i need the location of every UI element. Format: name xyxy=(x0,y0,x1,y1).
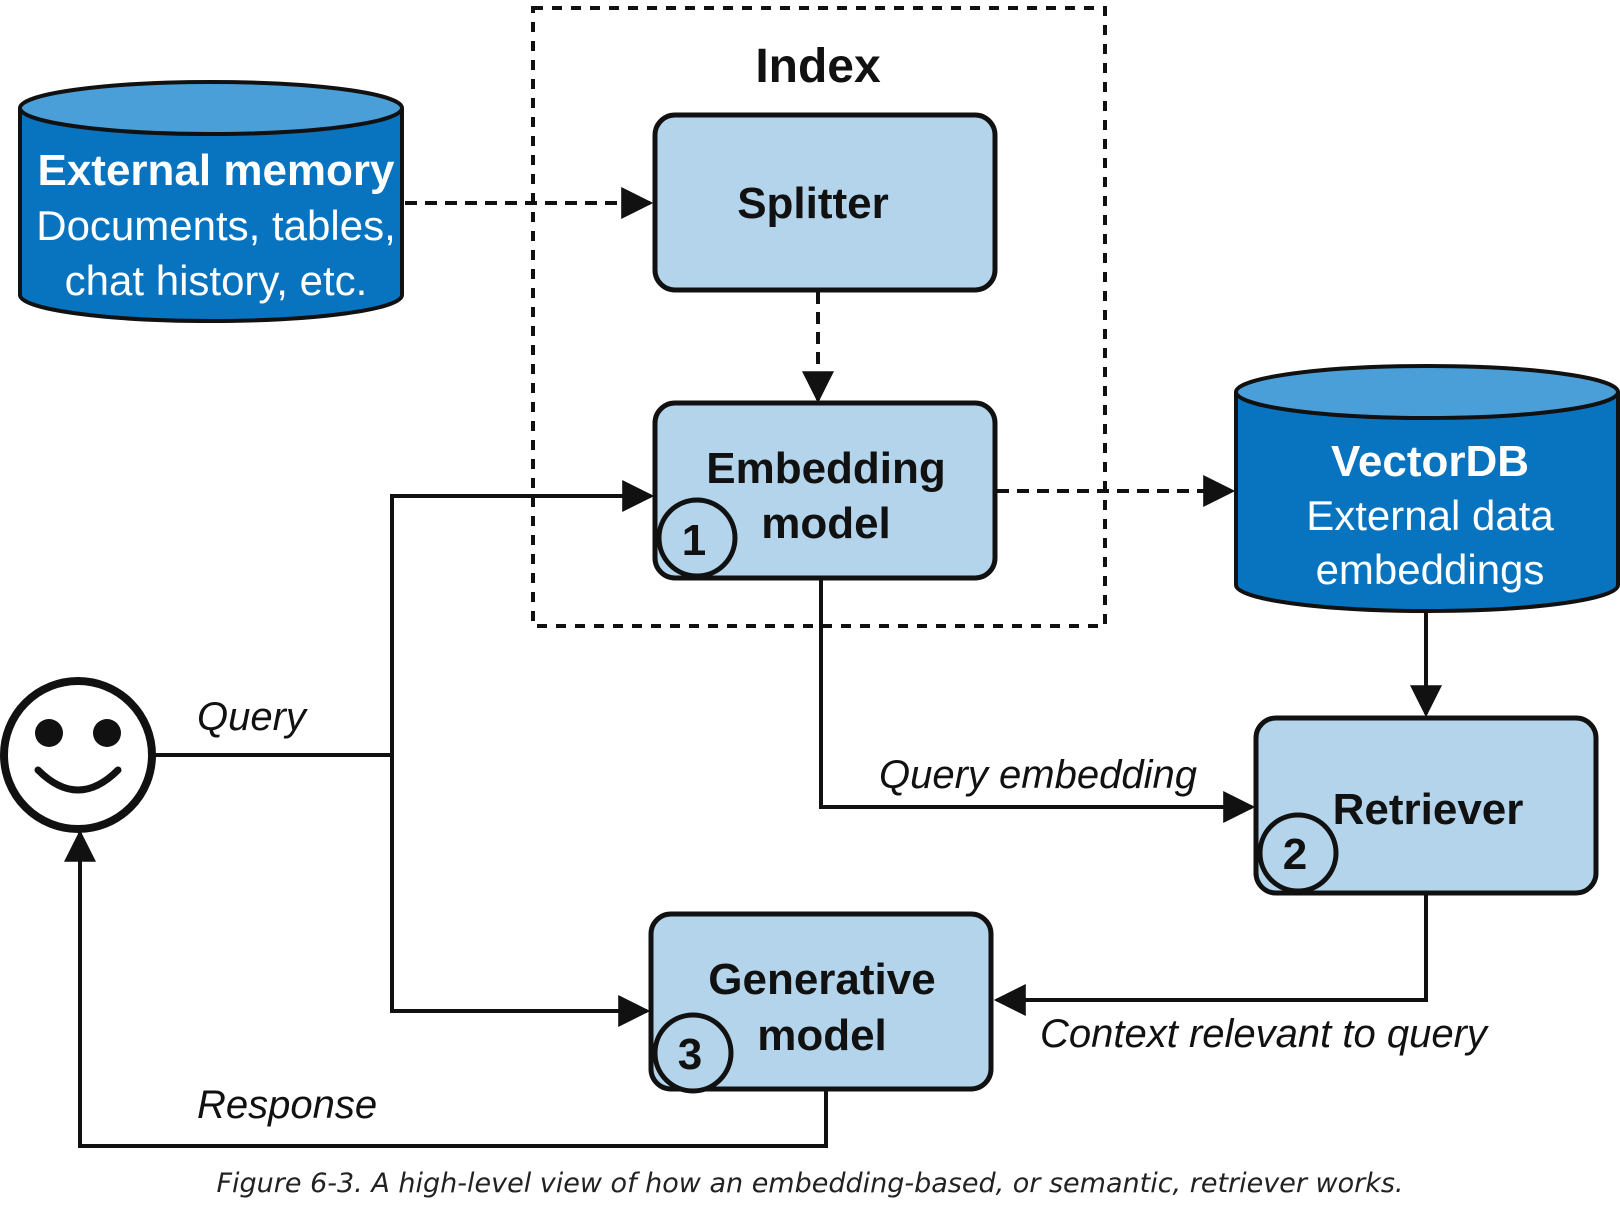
index-group-border xyxy=(531,6,1107,628)
arrow-query-to-embedding xyxy=(390,480,655,755)
generative-model-line1: Generative xyxy=(708,955,935,1004)
index-title: Index xyxy=(755,40,881,93)
edge-label-query: Query xyxy=(197,695,309,739)
external-memory-line1: Documents, tables, xyxy=(36,202,396,249)
external-memory-title: External memory xyxy=(37,146,395,195)
splitter-box: Splitter xyxy=(652,112,998,293)
vectordb-title: VectorDB xyxy=(1331,437,1529,486)
step-3-badge xyxy=(652,1012,734,1094)
embedding-model-line1: Embedding xyxy=(706,444,946,493)
arrow-retriever-to-generative xyxy=(993,895,1428,1016)
step-3-number: 3 xyxy=(678,1030,702,1079)
figure-caption: Figure 6-3. A high-level view of how an … xyxy=(217,1168,1404,1199)
step-1-number: 1 xyxy=(682,516,706,565)
embedding-model-line2: model xyxy=(761,499,891,548)
generative-model-box: Generative model 3 xyxy=(648,911,994,1094)
retriever-box: Retriever 2 xyxy=(1253,715,1599,896)
edge-label-response: Response xyxy=(197,1083,377,1127)
external-memory-line2: chat history, etc. xyxy=(65,257,368,304)
edge-label-query-embedding: Query embedding xyxy=(879,753,1197,797)
step-1-badge xyxy=(656,497,738,579)
vectordb-cylinder: VectorDB External data embeddings xyxy=(1234,364,1620,613)
generative-model-line2: model xyxy=(757,1011,887,1060)
splitter-label: Splitter xyxy=(737,179,889,228)
arrow-generative-to-user xyxy=(64,829,828,1148)
vectordb-line1: External data xyxy=(1306,492,1554,539)
external-memory-cylinder: External memory Documents, tables, chat … xyxy=(18,80,404,323)
arrow-embedding-to-retriever xyxy=(819,580,1256,823)
smiley-face-icon xyxy=(0,677,156,833)
embedding-model-box: Embedding model 1 xyxy=(652,400,998,581)
step-2-badge xyxy=(1257,812,1339,894)
vectordb-line2: embeddings xyxy=(1316,546,1545,593)
arrow-query-to-generative xyxy=(390,755,651,1027)
step-2-number: 2 xyxy=(1283,830,1307,879)
retriever-label: Retriever xyxy=(1333,785,1524,834)
edge-label-context: Context relevant to query xyxy=(1040,1012,1490,1056)
